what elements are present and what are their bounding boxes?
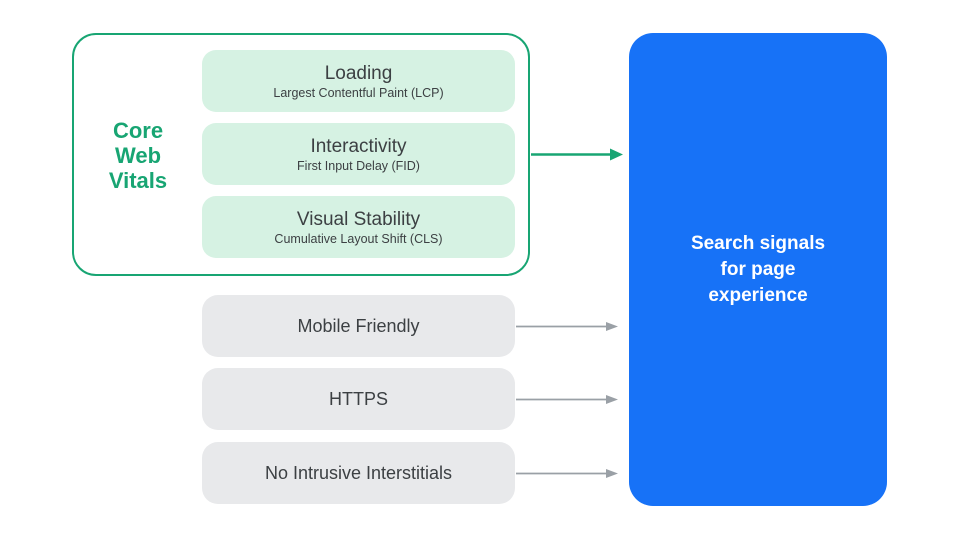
mobile-friendly-arrow-icon [516, 320, 618, 338]
https-arrow-icon [516, 393, 618, 411]
search-signals-result-label-line-1: Search signals [690, 232, 826, 254]
signal-box-no-intrusive-interstitials-label: No Intrusive Interstitials [264, 462, 453, 483]
signal-box-no-intrusive-interstitials: No Intrusive Interstitials [202, 442, 515, 504]
vital-card-visual-stability-subtitle: Cumulative Layout Shift (CLS) [274, 231, 443, 246]
signal-box-mobile-friendly: Mobile Friendly [202, 295, 515, 357]
vital-card-visual-stability-title: Visual Stability [296, 208, 421, 230]
search-signals-result-label: Search signals for page experience [691, 231, 825, 309]
vital-card-visual-stability: Visual Stability Cumulative Layout Shift… [202, 196, 515, 258]
search-signals-result-label-line-2: for page [720, 258, 796, 280]
core-web-vitals-label: Core Web Vitals [82, 118, 194, 193]
core-web-vitals-label-line-3: Vitals [108, 168, 168, 193]
vital-card-interactivity-subtitle: First Input Delay (FID) [297, 158, 420, 173]
vital-card-loading-subtitle: Largest Contentful Paint (LCP) [273, 85, 444, 100]
search-signals-result-label-line-3: experience [708, 284, 808, 306]
vital-card-loading: Loading Largest Contentful Paint (LCP) [202, 50, 515, 112]
signal-box-https-label: HTTPS [328, 388, 388, 409]
signal-box-mobile-friendly-label: Mobile Friendly [297, 315, 420, 336]
core-web-vitals-label-line-2: Web [114, 143, 162, 168]
core-web-vitals-arrow-icon [531, 146, 623, 168]
signal-box-https: HTTPS [202, 368, 515, 430]
core-web-vitals-label-line-1: Core [112, 118, 164, 143]
vital-card-loading-title: Loading [324, 62, 393, 84]
search-signals-result-box: Search signals for page experience [629, 33, 887, 506]
vital-card-interactivity: Interactivity First Input Delay (FID) [202, 123, 515, 185]
no-intrusive-interstitials-arrow-icon [516, 467, 618, 485]
vital-card-interactivity-title: Interactivity [310, 135, 407, 157]
